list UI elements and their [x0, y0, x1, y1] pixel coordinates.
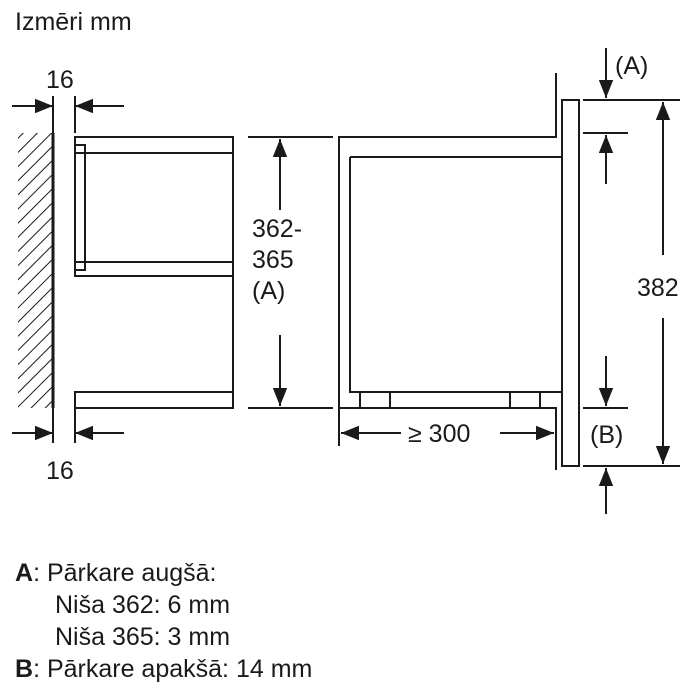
- overhang-a-dim: [583, 48, 680, 184]
- legend-b-text: : Pārkare apakšā: 14 mm: [33, 655, 313, 683]
- legend-b-key: B: [15, 655, 34, 683]
- overhang-b-dim: [583, 356, 680, 514]
- wall-hatch: [18, 133, 55, 408]
- wall-gap-label-bottom: 16: [46, 457, 74, 485]
- niche-height-dim: [248, 136, 333, 409]
- legend-a: A: Pārkare augšā:: [15, 557, 312, 589]
- legend-b: B: Pārkare apakšā: 14 mm: [15, 653, 312, 685]
- depth-dim: [338, 408, 554, 446]
- niche-section-view: [338, 73, 580, 470]
- legend-a-line2: Niša 362: 6 mm: [55, 591, 231, 619]
- legend-a-text: : Pārkare augšā:: [33, 559, 217, 587]
- legend: A: Pārkare augšā: Niša 362: 6 mm Niša 36…: [15, 557, 312, 685]
- overall-height-label: 382: [637, 274, 679, 302]
- overhang-b-label: (B): [590, 421, 623, 449]
- legend-a-line3: Niša 365: 3 mm: [55, 623, 231, 651]
- overhang-a-label: (A): [615, 52, 648, 80]
- cabinet-side-view: [74, 136, 234, 409]
- legend-a-key: A: [15, 559, 34, 587]
- wall-gap-dim-bottom: [12, 408, 124, 443]
- page-title: Izmēri mm: [15, 8, 132, 36]
- niche-height-label-ref: (A): [252, 277, 285, 305]
- depth-label: ≥ 300: [408, 420, 470, 448]
- wall-gap-label-top: 16: [46, 66, 74, 94]
- niche-height-label-1: 362-: [252, 215, 302, 243]
- niche-height-label-2: 365: [252, 246, 294, 274]
- wall-gap-dim-top: [12, 96, 124, 133]
